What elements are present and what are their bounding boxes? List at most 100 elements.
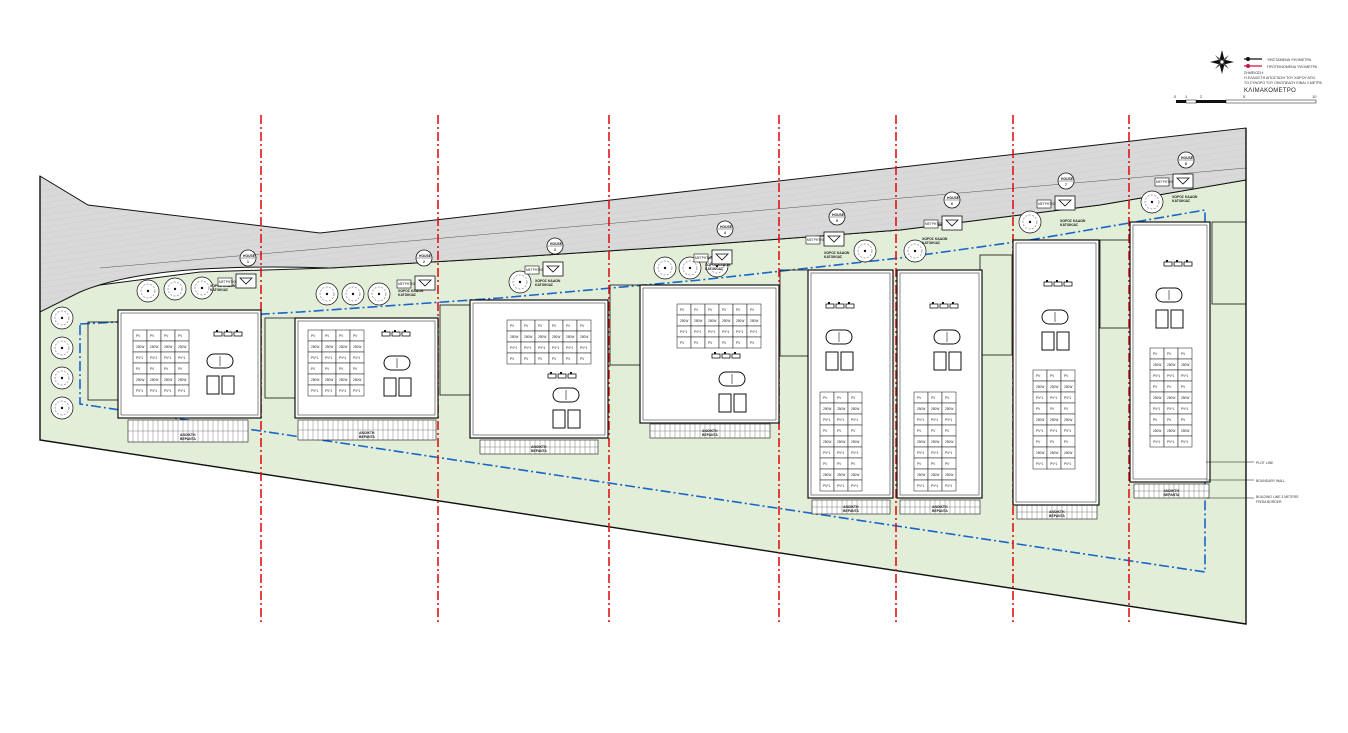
- house-tag-label: HOUSE: [1181, 156, 1194, 160]
- waste-bin-icon: [1172, 173, 1194, 189]
- pv-panel-label: PV*1: [1036, 429, 1043, 433]
- pv-panel-label: PV: [823, 429, 828, 433]
- trees: [50, 190, 1164, 420]
- pv-panel-label: PV: [538, 324, 543, 328]
- pv-panel-label: PV: [150, 367, 155, 371]
- pv-panel-label: PV: [566, 324, 571, 328]
- pv-panel-label: 250W: [694, 319, 702, 323]
- legend: ΥΦΙΣΤΑΜΕΝΑ ΥΨΟΜΕΤΡΑ ΠΡΟΤΕΙΝΟΜΕΝΑ ΥΨΟΜΕΤΡ…: [1244, 57, 1322, 85]
- pv-panel-label: 250W: [851, 473, 859, 477]
- pv-panel-label: PV*1: [552, 346, 559, 350]
- pv-panel-label: PV: [931, 396, 936, 400]
- pv-panel-label: PV: [945, 462, 950, 466]
- pv-panel-label: PV*1: [851, 484, 858, 488]
- building-line: [79, 209, 1206, 573]
- pv-panel-label: 250W: [837, 407, 845, 411]
- pv-panel-label: PV*1: [823, 451, 830, 455]
- waste-area-label: ΧΩΡΟΣ ΚΑΔΩΝ: [922, 237, 948, 241]
- meter-label: ΜΕΤΡΗΤΗΣ: [807, 238, 824, 242]
- pv-panel-label: 250W: [917, 440, 925, 444]
- pv-panel-label: PV: [917, 396, 922, 400]
- house-tag-number: 1: [247, 260, 249, 264]
- pv-panel-label: PV: [1036, 374, 1041, 378]
- pv-panel-label: 250W: [136, 378, 144, 382]
- pv-panel-label: PV*1: [823, 484, 830, 488]
- pv-panel-label: PV: [1153, 418, 1158, 422]
- pv-panel-label: PV*1: [1153, 374, 1160, 378]
- pv-panel-label: 250W: [1167, 396, 1175, 400]
- pv-panel-label: PV*1: [136, 389, 143, 393]
- pv-panel-label: PV*1: [136, 356, 143, 360]
- pv-panel-label: PV: [851, 396, 856, 400]
- pv-panel-label: PV*1: [566, 346, 573, 350]
- tree-icon: [50, 396, 74, 420]
- pv-panel-label: PV*1: [1064, 462, 1071, 466]
- pv-panel-label: 250W: [136, 345, 144, 349]
- pv-panel-label: PV: [552, 357, 557, 361]
- pv-panel-label: 250W: [1181, 429, 1189, 433]
- pv-panel-label: 250W: [580, 335, 588, 339]
- pv-panel-label: PV*1: [917, 484, 924, 488]
- terrace-label: ΑΝΟΙΚΤΗ: [932, 505, 948, 509]
- pv-panel-label: 250W: [823, 440, 831, 444]
- pv-panel-label: PV*1: [1050, 396, 1057, 400]
- meter-box: [923, 219, 939, 229]
- pv-panel-label: PV*1: [339, 356, 346, 360]
- pv-panel-label: PV: [736, 308, 741, 312]
- pv-panel-label: 250W: [1167, 429, 1175, 433]
- solar-tank-icon: [552, 387, 581, 429]
- house-tag-label: HOUSE: [550, 242, 563, 246]
- tree-icon: [163, 277, 187, 301]
- tree-icon: [136, 279, 160, 303]
- pv-panel-label: PV*1: [150, 389, 157, 393]
- tree-icon: [1018, 210, 1042, 234]
- pv-panel-label: 250W: [311, 345, 319, 349]
- house-tag-number: 7: [1065, 183, 1067, 187]
- pv-panel-label: PV*1: [1064, 396, 1071, 400]
- pv-panel-label: PV*1: [945, 484, 952, 488]
- meter-box: [1036, 199, 1052, 209]
- pv-panel-label: 250W: [1050, 418, 1058, 422]
- pv-panel-label: 250W: [524, 335, 532, 339]
- tree-icon: [315, 282, 339, 306]
- scale-bar: ΚΛΙΜΑΚΟΜΕΤΡΟ 0 1 2 5 10: [1174, 88, 1317, 104]
- pv-panel-label: 250W: [150, 378, 158, 382]
- pv-panel-label: PV: [524, 357, 529, 361]
- pv-panel-label: PV*1: [510, 346, 517, 350]
- scale-tick-2: 2: [1200, 94, 1203, 99]
- tree-icon: [678, 256, 702, 280]
- roof-equipment-icon: [711, 352, 741, 359]
- waste-area-label: ΚΑΤΟΙΚΙΑΣ: [1172, 199, 1190, 203]
- pv-panel-label: PV*1: [851, 418, 858, 422]
- pv-panel-label: 250W: [1036, 451, 1044, 455]
- pv-panel-label: PV: [1167, 352, 1172, 356]
- pv-panel-label: 250W: [353, 378, 361, 382]
- meter-label: ΜΕΤΡΗΤΗΣ: [1156, 180, 1173, 184]
- pv-panel-label: PV: [722, 308, 727, 312]
- terrace-label: ΒΕΡΑΝΤΑ: [531, 449, 547, 453]
- pv-panel-label: PV: [680, 341, 685, 345]
- pv-panel-label: PV: [1064, 407, 1069, 411]
- pv-panel-label: PV*1: [311, 356, 318, 360]
- pv-panel-label: PV: [136, 367, 141, 371]
- pv-panel-label: PV: [178, 367, 183, 371]
- pv-panel-label: 250W: [931, 473, 939, 477]
- pv-panel-label: PV*1: [311, 389, 318, 393]
- pv-panel-label: PV: [694, 341, 699, 345]
- pv-panel-label: 250W: [837, 473, 845, 477]
- pv-panel-label: PV: [736, 341, 741, 345]
- waste-bin-icon: [542, 261, 564, 277]
